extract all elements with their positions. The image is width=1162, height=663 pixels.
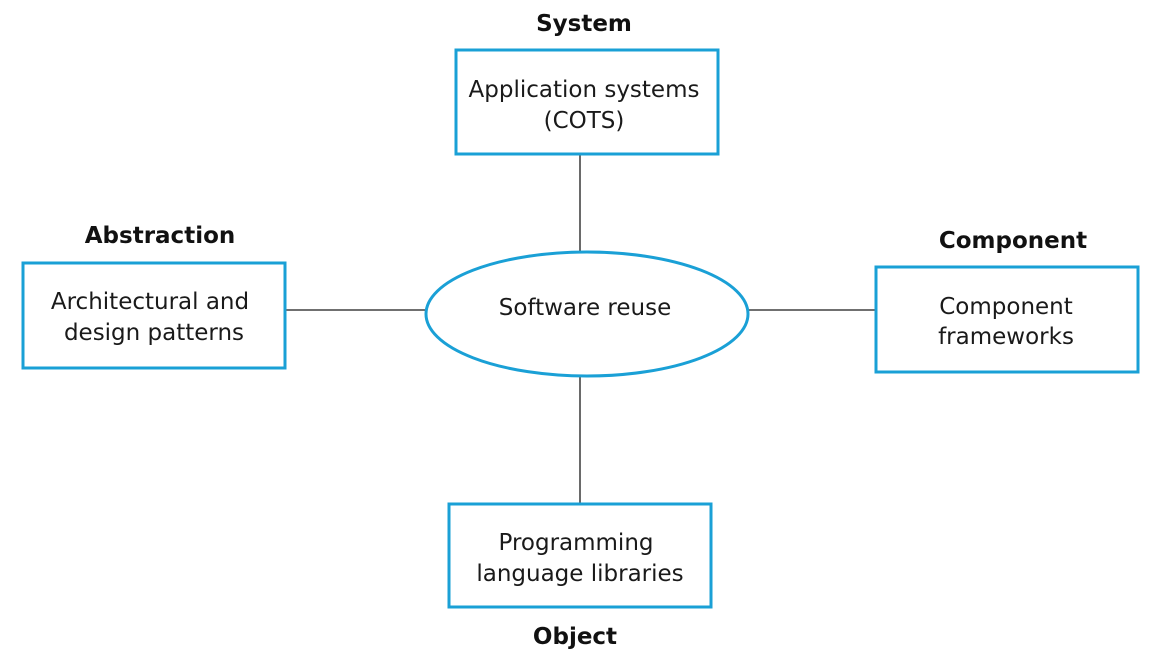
node-language-libraries: Programming language libraries bbox=[447, 502, 713, 609]
node-label-line1: Component bbox=[939, 294, 1073, 320]
category-label-system: System bbox=[536, 11, 632, 37]
node-box bbox=[21, 261, 287, 370]
category-label-object: Object bbox=[533, 624, 617, 650]
center-ellipse bbox=[424, 250, 750, 378]
node-application-systems: Application systems (COTS) bbox=[454, 48, 720, 156]
node-box bbox=[447, 502, 713, 609]
node-label-line2: frameworks bbox=[938, 324, 1074, 350]
center-label: Software reuse bbox=[499, 295, 672, 321]
node-label-line1: Application systems bbox=[469, 77, 700, 103]
node-box bbox=[454, 48, 720, 156]
node-label-line1: Architectural and bbox=[51, 289, 249, 315]
node-label-line2: design patterns bbox=[64, 320, 244, 346]
node-label-line2: language libraries bbox=[476, 561, 683, 587]
category-label-component: Component bbox=[939, 228, 1087, 254]
node-label-line2: (COTS) bbox=[544, 108, 625, 134]
node-architectural-patterns: Architectural and design patterns bbox=[21, 261, 287, 370]
node-box bbox=[874, 265, 1140, 374]
node-component-frameworks: Component frameworks bbox=[874, 265, 1140, 374]
category-label-abstraction: Abstraction bbox=[85, 223, 236, 249]
node-label-line1: Programming bbox=[498, 530, 653, 556]
center-node-software-reuse: Software reuse bbox=[424, 250, 750, 378]
